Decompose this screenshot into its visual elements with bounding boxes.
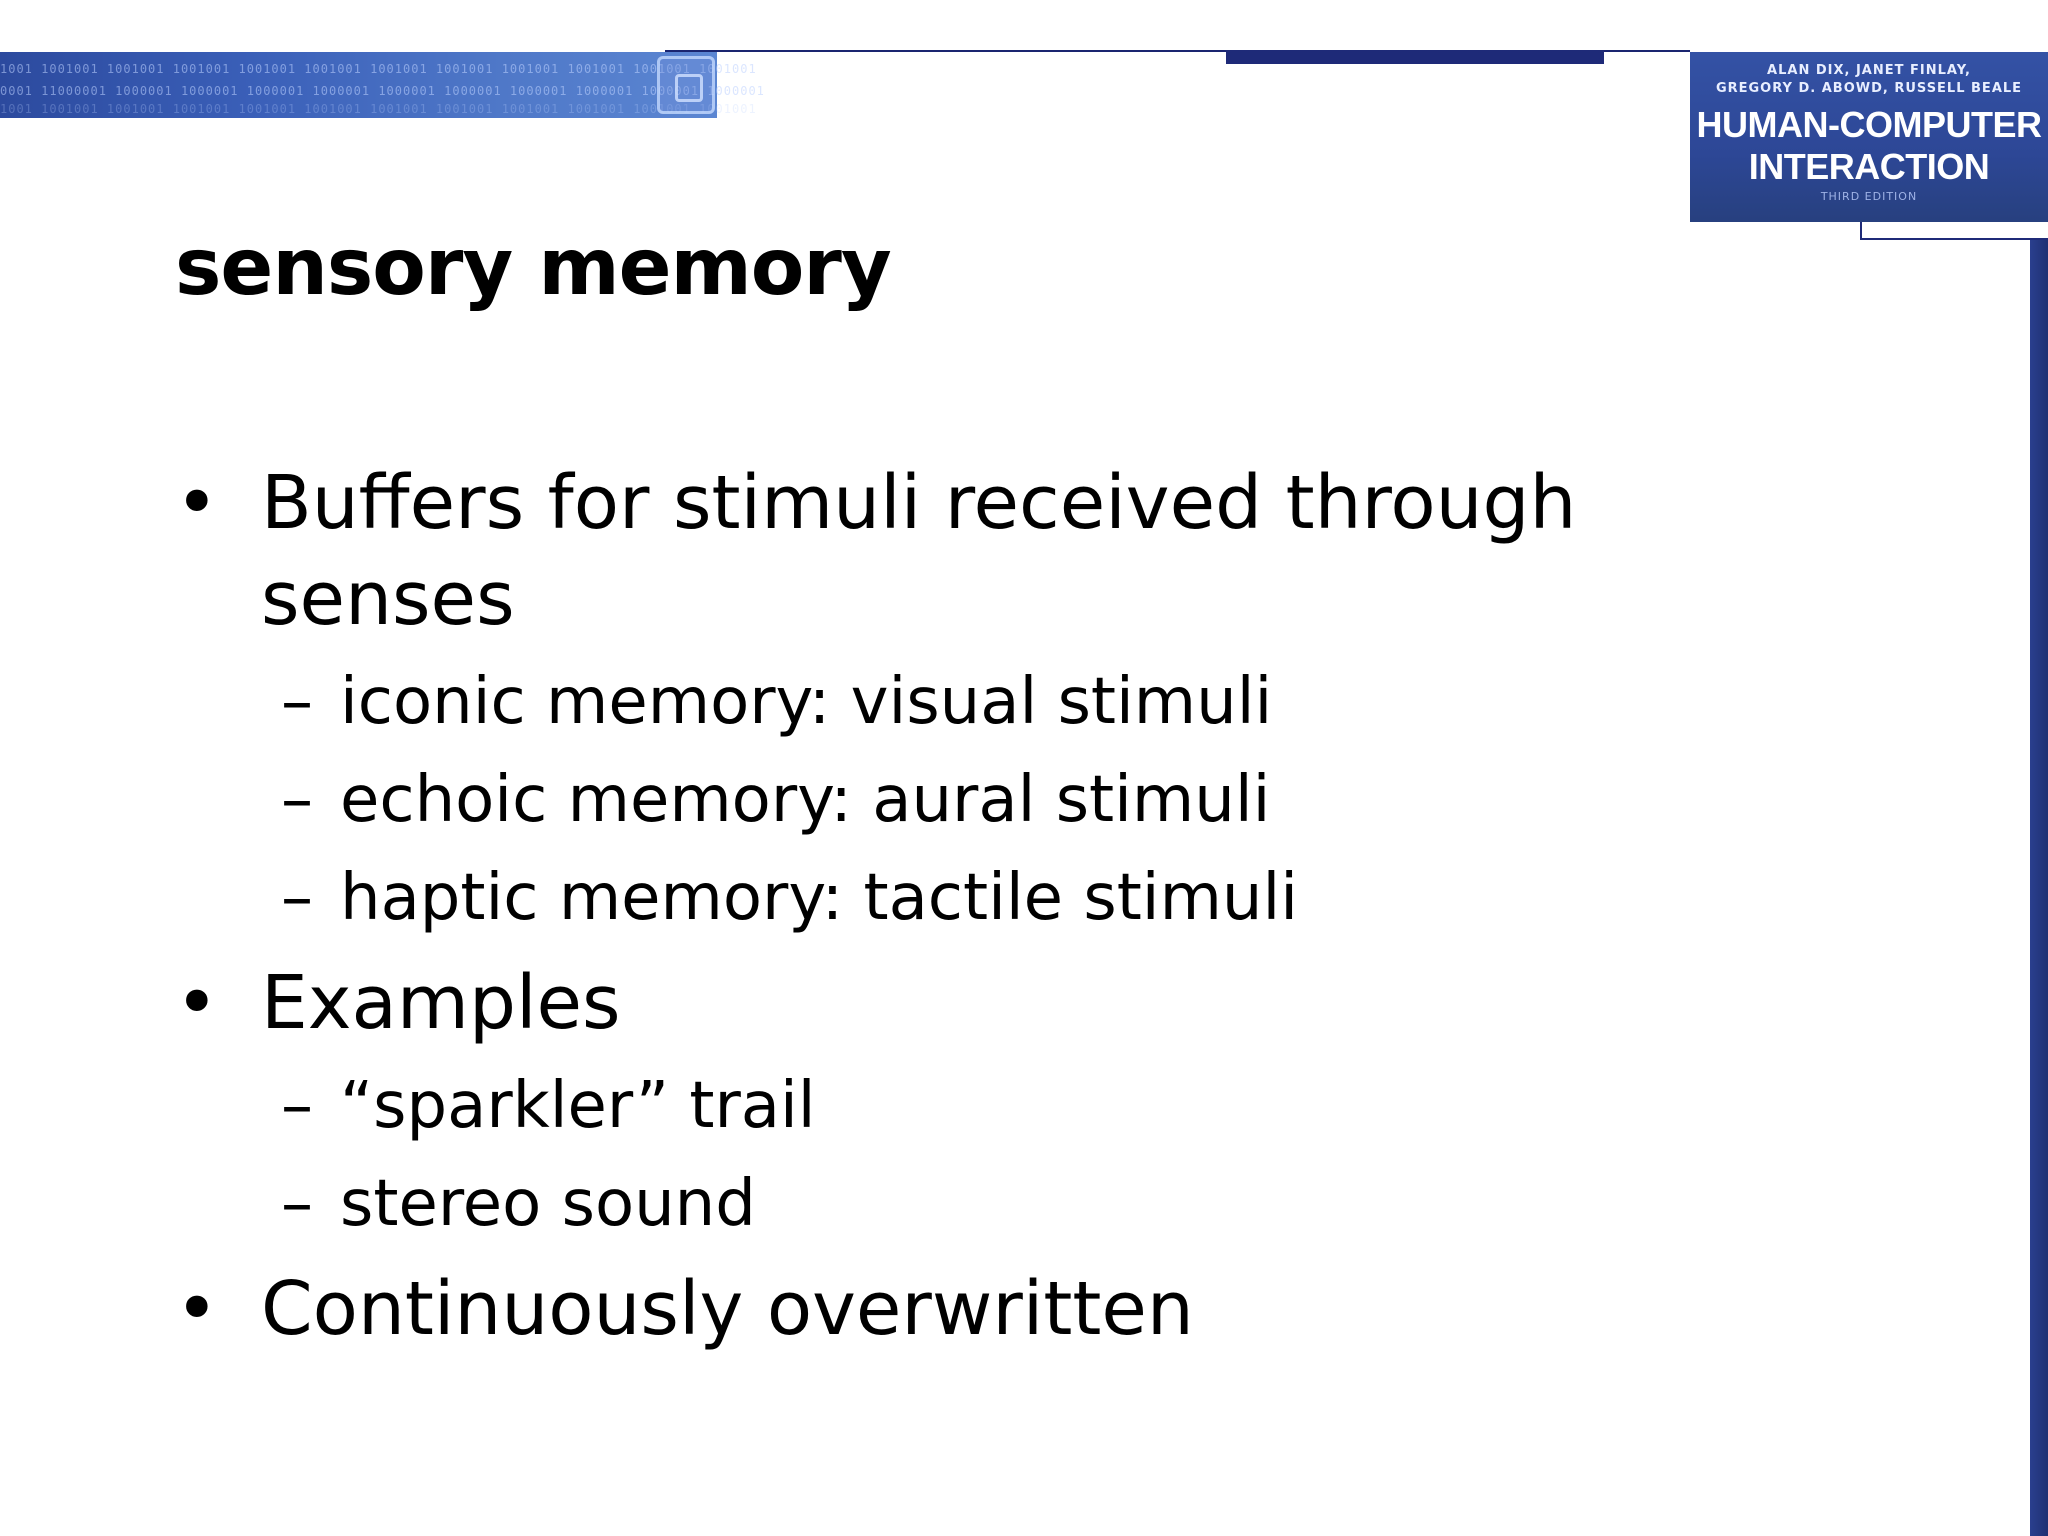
sub-bullet-item: haptic memory: tactile stimuli — [175, 849, 1795, 947]
binary-header-banner: 1001 1001001 1001001 1001001 1001001 100… — [0, 52, 764, 118]
sub-bullet-text: “sparkler” trail — [340, 1069, 816, 1143]
corner-rule — [1860, 222, 1862, 240]
corner-rule — [1860, 238, 2048, 240]
cover-authors-line: GREGORY D. ABOWD, RUSSELL BEALE — [1715, 81, 2023, 96]
sub-bullet-text: echoic memory: aural stimuli — [340, 763, 1271, 837]
bullet-list: Buffers for stimuli received through sen… — [175, 455, 1795, 1357]
sub-bullet-item: iconic memory: visual stimuli — [175, 653, 1795, 751]
side-accent-bar — [2030, 240, 2048, 1536]
sub-bullet-list: iconic memory: visual stimuli echoic mem… — [261, 653, 1795, 947]
chip-icon — [657, 56, 715, 114]
sub-bullet-item: echoic memory: aural stimuli — [175, 751, 1795, 849]
bullet-text: Buffers for stimuli received through sen… — [261, 460, 1577, 642]
book-cover-logo: ALAN DIX, JANET FINLAY, GREGORY D. ABOWD… — [1690, 52, 2048, 222]
sub-bullet-item: “sparkler” trail — [175, 1057, 1795, 1155]
bullet-item: Buffers for stimuli received through sen… — [175, 455, 1795, 947]
bullet-item: Continuously overwritten — [175, 1261, 1795, 1357]
bullet-item: Examples “sparkler” trail stereo sound — [175, 955, 1795, 1253]
binary-pattern-row: 1001 1001001 1001001 1001001 1001001 100… — [0, 102, 757, 116]
cover-authors-line: ALAN DIX, JANET FINLAY, — [1767, 63, 1971, 78]
header-rule — [665, 50, 1690, 52]
binary-pattern-row: 0001 11000001 1000001 1000001 1000001 10… — [0, 84, 765, 98]
binary-pattern-row: 1001 1001001 1001001 1001001 1001001 100… — [0, 62, 757, 76]
sub-bullet-list: “sparkler” trail stereo sound — [261, 1057, 1795, 1253]
bullet-text: Examples — [261, 960, 621, 1046]
sub-bullet-text: stereo sound — [340, 1167, 756, 1241]
sub-bullet-text: iconic memory: visual stimuli — [340, 665, 1273, 739]
cover-edition: THIRD EDITION — [1820, 190, 1918, 203]
sub-bullet-item: stereo sound — [175, 1155, 1795, 1253]
sub-bullet-text: haptic memory: tactile stimuli — [340, 861, 1299, 935]
header-accent-bar — [1226, 50, 1604, 64]
cover-title-line: INTERACTION — [1748, 146, 1990, 187]
cover-title: HUMAN-COMPUTER INTERACTION — [1690, 104, 2048, 188]
cover-title-line: HUMAN-COMPUTER — [1696, 104, 2042, 145]
cover-authors: ALAN DIX, JANET FINLAY, GREGORY D. ABOWD… — [1690, 62, 2048, 98]
bullet-text: Continuously overwritten — [261, 1266, 1194, 1352]
slide-title: sensory memory — [175, 223, 892, 313]
